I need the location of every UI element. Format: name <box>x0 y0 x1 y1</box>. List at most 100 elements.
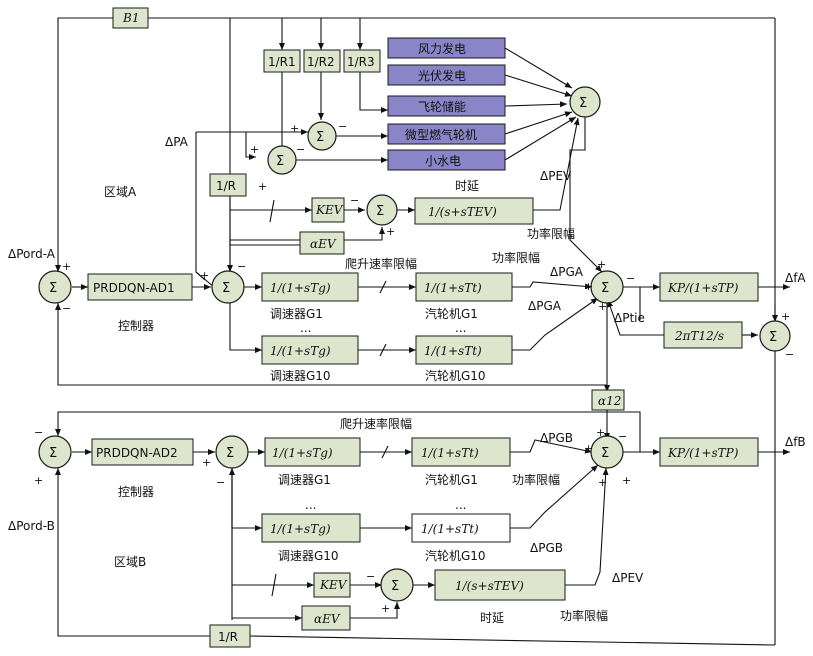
gov-a-g10-label: 1/(1+sTg) <box>270 344 331 358</box>
ellipsis-b1: ... <box>305 498 316 512</box>
svg-text:Σ: Σ <box>601 281 609 296</box>
inv-r-b-label: 1/R <box>218 630 238 644</box>
sum-main-b: Σ <box>590 435 624 469</box>
kp-a-label: KP/(1+sTP) <box>667 281 739 295</box>
dp-a-label: ΔPA <box>165 135 189 149</box>
region-a-label: 区域A <box>104 185 137 199</box>
block-alpha-ev-a: αEV <box>299 231 345 255</box>
svg-text:−: − <box>785 348 794 361</box>
kev-b-label: KEV <box>319 578 348 592</box>
block-ev-delay-a: 1/(s+sTEV) <box>414 197 534 225</box>
alpha-ev-b-label: αEV <box>314 612 341 626</box>
svg-text:Σ: Σ <box>601 446 609 461</box>
svg-text:Σ: Σ <box>222 281 230 296</box>
sum-input-a: Σ <box>38 270 72 304</box>
tur-a-g10-label: 1/(1+sTt) <box>424 344 482 358</box>
svg-text:+: + <box>584 442 593 455</box>
svg-text:Σ: Σ <box>391 579 399 594</box>
svg-text:+: + <box>781 310 790 323</box>
block-turbine-b-g10: 1/(1+sTt) <box>411 513 511 543</box>
controller-a-caption: 控制器 <box>118 319 154 333</box>
connection-lines-area-a <box>55 17 790 645</box>
svg-text:−: − <box>626 272 635 285</box>
dp-gb-label: ΔPGB <box>540 431 573 445</box>
svg-text:+: + <box>258 180 267 193</box>
gov-a-g10-caption: 调速器G10 <box>270 369 331 383</box>
gov-b-g1-caption: 调速器G1 <box>278 473 331 487</box>
svg-text:Σ: Σ <box>769 330 777 345</box>
dp-ord-a-label: ΔPord-A <box>8 247 56 261</box>
source-micro-turbine: 微型燃气轮机 <box>387 123 506 145</box>
connection-lines-area-b <box>55 410 790 646</box>
ellipsis-b2: ... <box>455 498 466 512</box>
gov-a-g1-label: 1/(1+sTg) <box>270 281 331 295</box>
source-wind: 风力发电 <box>387 37 506 59</box>
r3-label: 1/R3 <box>347 55 375 69</box>
controller-b-caption: 控制器 <box>118 485 154 499</box>
block-alpha12: α12 <box>591 389 625 411</box>
block-turbine-a-g10: 1/(1+sTt) <box>415 335 513 365</box>
svg-text:−: − <box>296 143 305 156</box>
block-controller-b: PRDDQN-AD2 <box>91 438 194 466</box>
small-hydro-label: 小水电 <box>425 154 461 168</box>
tur-a-g10-caption: 汽轮机G10 <box>425 368 486 383</box>
df-b-label: ΔfB <box>785 435 806 449</box>
svg-text:−: − <box>366 570 375 583</box>
svg-text:Σ: Σ <box>316 130 324 145</box>
svg-text:Σ: Σ <box>226 446 234 461</box>
svg-text:+: + <box>386 225 395 238</box>
wind-label: 风力发电 <box>418 41 466 56</box>
kp-b-label: KP/(1+sTP) <box>667 446 739 460</box>
delay-a-caption: 时延 <box>455 179 479 193</box>
pv-label: 光伏发电 <box>418 68 466 83</box>
block-turbine-b-g1: 1/(1+sTt) <box>411 437 511 467</box>
block-governor-a-g1: 1/(1+sTg) <box>261 272 359 302</box>
svg-text:−: − <box>34 426 43 439</box>
gov-a-g1-caption: 调速器G1 <box>270 307 323 321</box>
dp-tie-label: ΔPtie <box>614 311 645 325</box>
controller-b-label: PRDDQN-AD2 <box>96 446 178 460</box>
svg-text:−: − <box>350 194 359 207</box>
svg-text:+: + <box>62 260 71 273</box>
svg-text:−: − <box>216 476 225 489</box>
svg-text:−: − <box>618 430 627 443</box>
micro-turbine-label: 微型燃气轮机 <box>405 127 477 142</box>
alpha-ev-a-label: αEV <box>310 237 337 251</box>
svg-text:+: + <box>290 122 299 135</box>
gov-b-g10-caption: 调速器G10 <box>278 549 339 563</box>
alpha12-label: α12 <box>598 394 621 408</box>
dp-gb-label-2: ΔPGB <box>530 541 563 555</box>
ellipsis-a2: ... <box>455 321 466 335</box>
block-kev-b: KEV <box>313 572 351 598</box>
svg-text:+: + <box>202 456 211 469</box>
sum-r2: Σ <box>307 121 337 151</box>
svg-text:Σ: Σ <box>376 204 384 219</box>
block-turbine-a-g1: 1/(1+sTt) <box>415 272 513 302</box>
sum-r1: Σ <box>267 145 297 175</box>
block-inv-r-b: 1/R <box>209 624 251 648</box>
controller-a-label: PRDDQN-AD1 <box>93 281 175 295</box>
power-limit-b-caption: 功率限幅 <box>512 472 560 487</box>
block-tie: 2πT12/s <box>663 321 743 349</box>
svg-text:Σ: Σ <box>276 154 284 169</box>
signal-labels: ΔPA ΔPEV ΔPord-A ΔPGA ΔPGA ΔPtie ΔfA ΔfB… <box>8 135 806 585</box>
source-small-hydro: 小水电 <box>387 149 506 171</box>
block-inv-r-a: 1/R <box>209 173 247 197</box>
power-limit-a-caption: 功率限幅 <box>527 226 575 241</box>
tur-b-g10-caption: 汽轮机G10 <box>425 548 486 563</box>
ev-delay-b-label: 1/(s+sTEV) <box>455 579 524 593</box>
svg-text:+: + <box>598 476 607 489</box>
dp-ga-plus-label: ΔPGA <box>550 265 584 279</box>
tur-a-g1-label: 1/(1+sTt) <box>424 281 482 295</box>
svg-text:−: − <box>338 120 347 133</box>
svg-text:+: + <box>597 258 606 271</box>
ramp-limit-b-caption: 爬升速率限幅 <box>340 416 412 431</box>
block-alpha-ev-b: αEV <box>301 605 351 631</box>
svg-text:−: − <box>237 260 246 273</box>
sum-input-b: Σ <box>38 435 72 469</box>
block-r2: 1/R2 <box>303 49 341 73</box>
r1-label: 1/R1 <box>268 55 296 69</box>
svg-text:+: + <box>596 426 605 439</box>
gov-b-g10-label: 1/(1+sTg) <box>270 522 331 536</box>
